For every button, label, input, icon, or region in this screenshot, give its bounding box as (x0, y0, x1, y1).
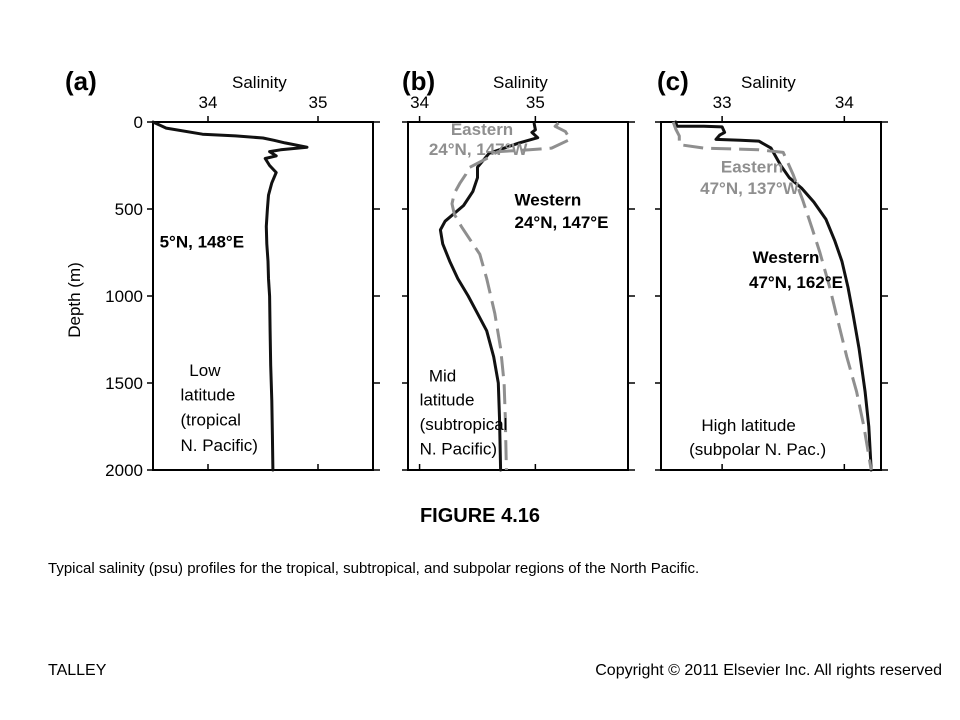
annotation: (subtropical (420, 415, 508, 434)
annotation: 24°N, 147°W (429, 140, 529, 159)
annotation: Eastern (721, 157, 783, 176)
panel-a: (a) Salinity 34 35 0 500 1000 1500 2000 Depth (m)… (65, 66, 380, 480)
annotation: Eastern (451, 120, 513, 139)
y-tick-label: 500 (115, 200, 143, 219)
x-tick-label: 33 (713, 93, 732, 112)
x-tick-label: 35 (526, 93, 545, 112)
annotation: Western (515, 191, 582, 210)
annotation: N. Pacific) (181, 436, 258, 455)
annotation: Western (753, 248, 820, 267)
annotation: Mid (429, 366, 456, 385)
annotation: 24°N, 147°E (515, 213, 609, 232)
figure-title: FIGURE 4.16 (419, 505, 541, 527)
x-axis-label: Salinity (741, 73, 796, 92)
annotation: N. Pacific) (420, 439, 497, 458)
western-profile-line (438, 122, 540, 472)
annotation: 47°N, 162°E (749, 273, 843, 292)
annotation: 5°N, 148°E (160, 232, 244, 251)
x-axis-label: Salinity (493, 73, 548, 92)
y-tick-label: 2000 (105, 461, 143, 480)
y-tick-label: 1000 (105, 287, 143, 306)
annotation: Low (189, 361, 221, 380)
western-profile-line (674, 120, 873, 472)
y-axis-label: Depth (m) (65, 262, 84, 338)
x-axis-label: Salinity (232, 73, 287, 92)
footer-author: TALLEY (48, 662, 107, 679)
annotation: 47°N, 137°W (700, 179, 800, 198)
figure-caption: Typical salinity (psu) profiles for the … (48, 560, 700, 577)
panel-label: (b) (402, 66, 435, 96)
footer-copyright: Copyright © 2011 Elsevier Inc. All right… (595, 662, 942, 679)
panel-label: (a) (65, 66, 97, 96)
annotation: (subpolar N. Pac.) (689, 440, 826, 459)
x-tick-label: 34 (835, 93, 854, 112)
y-tick-label: 0 (134, 113, 143, 132)
western-profile-line (151, 120, 309, 472)
annotation: latitude (181, 385, 236, 404)
annotation: (tropical (181, 411, 241, 430)
salinity-profiles-figure: (a) Salinity 34 35 0 500 1000 1500 2000 Depth (m)… (65, 66, 888, 480)
x-tick-label: 34 (199, 93, 218, 112)
panel-label: (c) (657, 66, 689, 96)
eastern-profile-line (671, 121, 873, 471)
annotation: latitude (420, 391, 475, 410)
y-tick-label: 1500 (105, 374, 143, 393)
eastern-profile-line (450, 121, 572, 471)
annotation: High latitude (701, 416, 796, 435)
x-tick-label: 34 (410, 93, 429, 112)
x-tick-label: 35 (309, 93, 328, 112)
